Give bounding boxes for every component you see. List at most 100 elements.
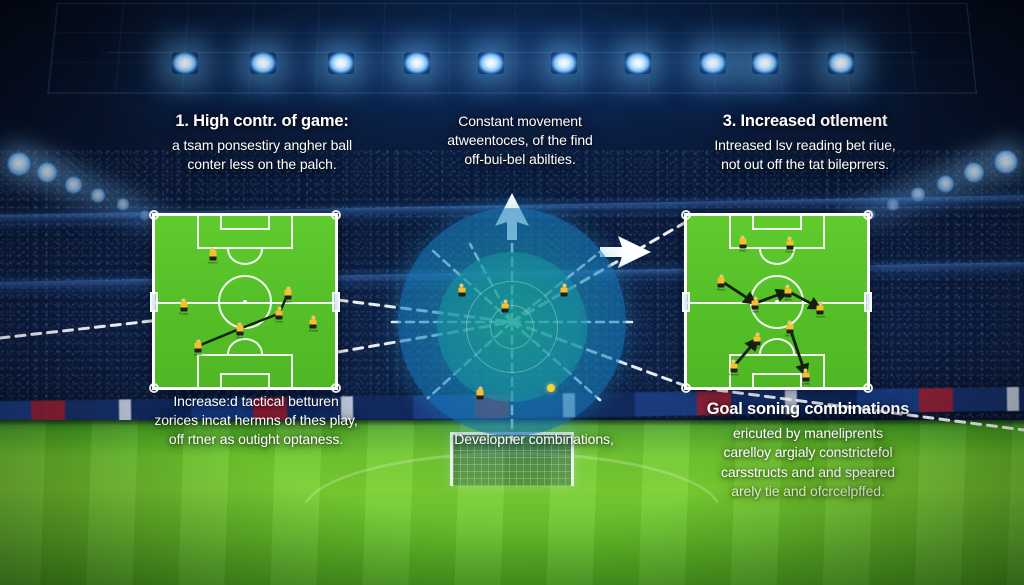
callout-line: conter less on the palch.: [187, 156, 337, 173]
goal-right: [332, 291, 340, 312]
player-legs: [476, 395, 484, 400]
player-torso: [739, 238, 747, 245]
floodlight-lamp: [551, 52, 577, 74]
player-legs: [209, 256, 217, 261]
player-torso: [753, 336, 761, 343]
callout-heading: 3. Increased otlement: [722, 112, 888, 130]
player-label: Rodrigo: [179, 311, 189, 316]
six-yard-box-top: [220, 215, 270, 230]
connector-far-right: [684, 384, 1024, 432]
player-torso: [717, 277, 725, 284]
player-head: [478, 386, 483, 391]
player-legs: [284, 295, 292, 300]
pitch-player: Sanchez: [207, 247, 218, 264]
callout-line: Constant movement: [458, 113, 582, 129]
player-legs: [816, 310, 824, 315]
callout-line: zorices incat hermns of thes play,: [154, 412, 358, 429]
floodlight-lamp: [404, 52, 430, 74]
player-torso: [786, 324, 794, 331]
player-torso: [284, 289, 292, 296]
pitch-player: Leon: [753, 332, 762, 350]
callout-line: arely tie and ofcrcelpffed.: [731, 482, 885, 499]
player-legs: [730, 368, 738, 373]
player-label: Ramos: [716, 287, 726, 292]
player-label: Sanchez: [207, 260, 218, 265]
pitch-player: Alvarez: [194, 339, 203, 356]
player-label: Antonez: [815, 314, 825, 319]
callout-line: a tsam ponsestiry angher ball: [172, 137, 352, 154]
player-head: [503, 299, 508, 304]
radar-player: [457, 283, 466, 297]
player-label: Estrella: [785, 249, 794, 254]
player-legs: [717, 283, 725, 288]
pass-line: [720, 279, 758, 305]
player-head: [277, 306, 282, 311]
player-legs: [180, 307, 188, 312]
player-torso: [236, 325, 244, 332]
pitch-player: Morales: [309, 315, 318, 333]
player-torso: [501, 303, 509, 310]
player-legs: [786, 329, 794, 334]
pitch-player: Castillo: [801, 368, 810, 386]
player-head: [753, 296, 758, 301]
foreground-pitch-grass: [0, 420, 1024, 585]
callout-line: carelloy argialy constrictefol: [723, 444, 893, 461]
player-head: [210, 247, 215, 252]
floodlight-lamp: [250, 52, 276, 74]
player-head: [785, 284, 790, 289]
pass-line: [239, 312, 280, 330]
callout-line: off-bui-bel abilties.: [464, 151, 576, 168]
penalty-box-top: [197, 215, 293, 249]
penalty-box-top: [729, 215, 825, 249]
callout-line: off rtner as outight optaness.: [168, 431, 344, 448]
player-label: Morales: [308, 328, 319, 333]
floodlight-lamp: [172, 52, 198, 74]
radar-player: [560, 283, 569, 297]
player-legs: [802, 377, 810, 382]
player-head: [803, 368, 808, 373]
callout-bottom-center: Developner combinations,: [412, 430, 656, 449]
player-torso: [458, 287, 466, 294]
player-head: [719, 274, 724, 279]
center-spot: [243, 299, 247, 304]
player-head: [237, 322, 242, 327]
pitch-player: Navar: [751, 296, 760, 314]
player-label: Lopez: [284, 299, 292, 304]
callout-line: not out off the tat bileprrers.: [721, 156, 889, 173]
floodlight-lamp: [752, 52, 778, 74]
player-label: Garcia: [275, 319, 284, 324]
player-legs: [784, 293, 792, 298]
arrow-right-icon: [600, 236, 651, 268]
callout-bottom-right: Goal soning combinations ericuted by man…: [662, 398, 954, 501]
callout-top-right: 3. Increased otlement Intreased lsv read…: [660, 110, 950, 175]
ball-icon: [546, 384, 555, 393]
player-legs: [236, 331, 244, 336]
player-label: Navar: [751, 309, 759, 314]
goal-left: [150, 291, 158, 312]
player-torso: [209, 250, 217, 257]
player-head: [818, 301, 823, 306]
player-label: Palmero: [728, 372, 739, 377]
pitch-player: Valdes: [783, 284, 792, 302]
top-floodlight-bank: [0, 52, 1024, 88]
central-movement-radar: [398, 208, 626, 436]
player-head: [286, 286, 291, 291]
player-head: [562, 283, 567, 288]
right-tactical-pitch: Bravo Estrella Ramos Navar Valdes Antone…: [681, 210, 873, 393]
radar-player: [501, 299, 510, 313]
player-torso: [784, 288, 792, 295]
player-legs: [739, 244, 747, 249]
pass-line: [754, 288, 791, 305]
player-torso: [802, 372, 810, 379]
player-head: [740, 235, 745, 240]
radar-player: [476, 386, 485, 400]
player-legs: [560, 292, 568, 297]
pass-line: [788, 326, 810, 378]
player-head: [311, 315, 316, 320]
player-label: Castillo: [801, 381, 810, 386]
player-legs: [753, 341, 761, 346]
player-label: Alvarez: [193, 352, 203, 357]
penalty-box-bottom: [729, 354, 825, 388]
pitch-player: Lopez: [284, 286, 293, 303]
pitch-player: Estrella: [785, 236, 794, 254]
